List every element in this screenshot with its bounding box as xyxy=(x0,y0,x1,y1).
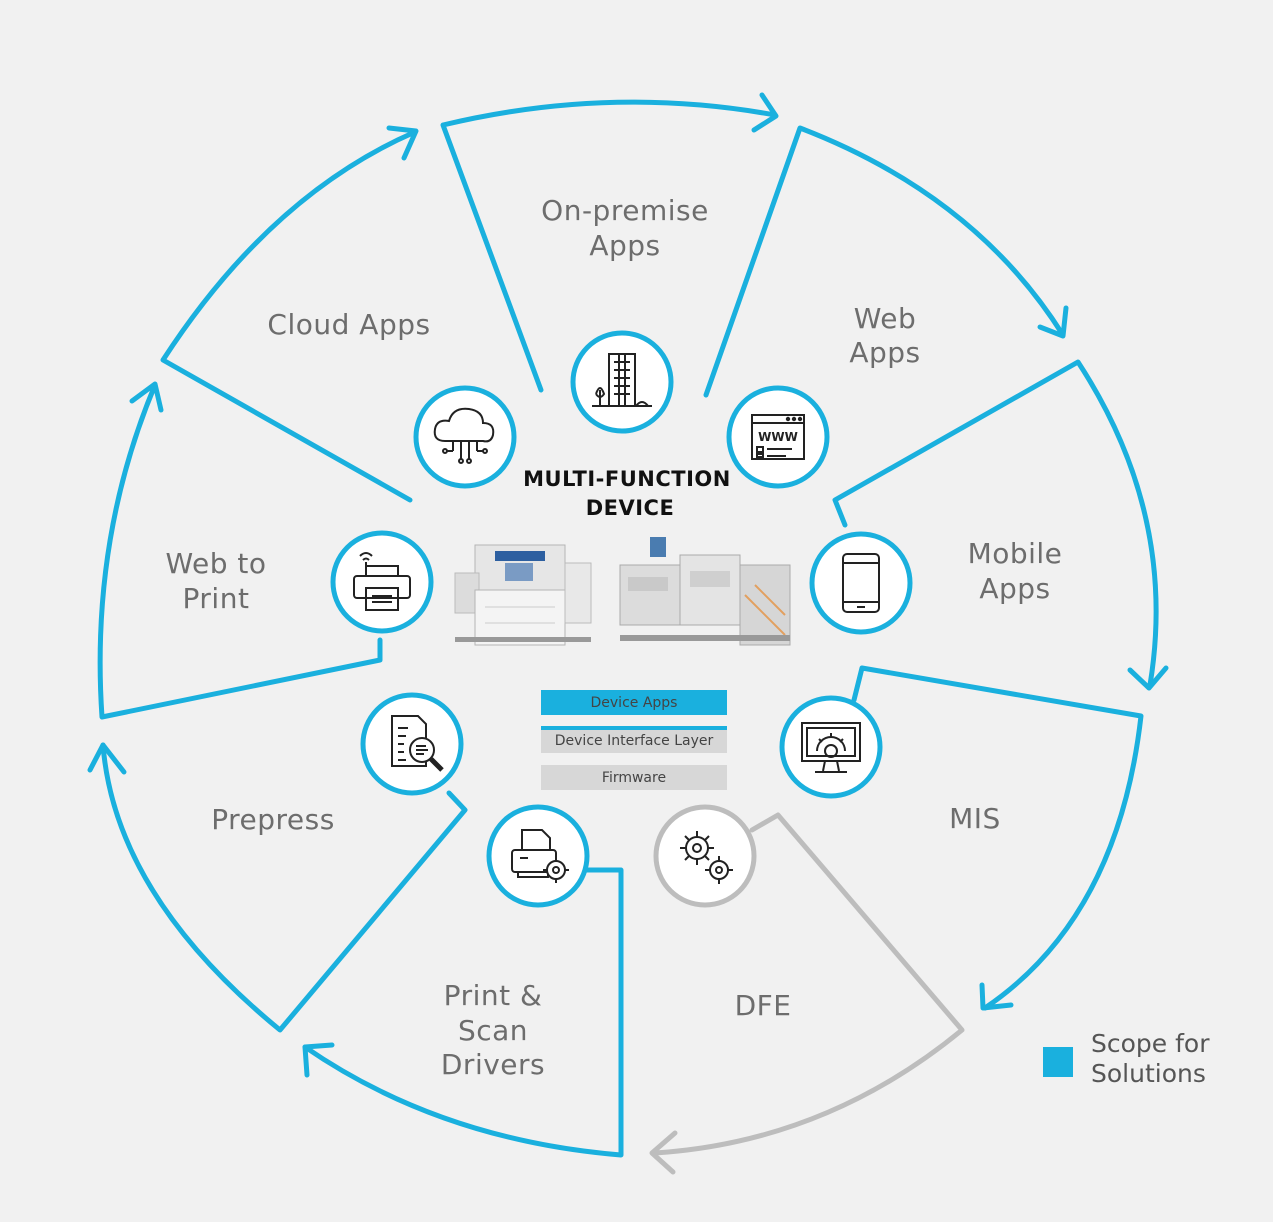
label-drivers-2: Scan xyxy=(458,1014,528,1047)
layer-stack: Device Apps Device Interface Layer Firmw… xyxy=(541,690,727,790)
label-mobile-1: Mobile xyxy=(968,537,1063,570)
label-mis: MIS xyxy=(949,802,1001,835)
arrowhead-on-premise xyxy=(751,92,779,133)
label-on-premise-1: On-premise xyxy=(541,194,709,227)
label-prepress: Prepress xyxy=(211,803,335,836)
legend-swatch xyxy=(1043,1047,1073,1077)
arrowhead-mis xyxy=(979,982,1014,1011)
arrowhead-cloud xyxy=(386,125,419,161)
layer-firmware: Firmware xyxy=(541,765,727,790)
printer-icon xyxy=(330,530,434,634)
layer-device-interface: Device Interface Layer xyxy=(541,726,727,753)
center-title-line1: MULTI-FUNCTION xyxy=(523,467,731,491)
document-search-icon xyxy=(360,692,464,796)
arrowhead-mobile xyxy=(1127,665,1169,691)
layer-device-apps: Device Apps xyxy=(541,690,727,715)
segment-outline-web-to-print xyxy=(97,382,383,720)
arrowhead-dfe xyxy=(649,1130,678,1175)
label-web-to-print-1: Web to xyxy=(165,547,266,580)
segment-outline-on-premise xyxy=(440,99,778,393)
browser-www-icon: WWW xyxy=(726,385,830,489)
svg-text:Device Interface Layer: Device Interface Layer xyxy=(555,733,714,749)
segment-outline-drivers xyxy=(302,867,624,1158)
svg-text:Device Apps: Device Apps xyxy=(591,695,678,711)
segment-outline-cloud xyxy=(160,129,418,503)
printer-gear-icon xyxy=(486,804,590,908)
gears-icon xyxy=(653,804,757,908)
legend-label-line1: Scope for xyxy=(1091,1029,1210,1058)
segment-outline-dfe xyxy=(652,812,965,1156)
segment-outline-web xyxy=(703,125,1066,398)
label-on-premise-2: Apps xyxy=(589,229,660,262)
legend: Scope for Solutions xyxy=(1043,1029,1210,1088)
label-cloud: Cloud Apps xyxy=(267,308,430,341)
label-web-to-print-2: Print xyxy=(183,582,250,615)
mfp-device-image xyxy=(454,544,592,646)
label-mobile-2: Apps xyxy=(979,572,1050,605)
segment-outline-mobile xyxy=(832,359,1159,688)
label-drivers-3: Drivers xyxy=(441,1048,545,1081)
label-web-1: Web xyxy=(854,302,917,335)
monitor-gear-icon xyxy=(779,695,883,799)
segment-outline-mis xyxy=(851,665,1144,1011)
arrowhead-web xyxy=(1037,305,1069,339)
arrowhead-drivers xyxy=(302,1042,335,1078)
arrowhead-web-to-print xyxy=(129,381,164,413)
svg-text:WWW: WWW xyxy=(758,430,798,444)
cloud-network-icon xyxy=(413,385,517,489)
svg-text:Firmware: Firmware xyxy=(602,770,666,786)
center-title-line2: DEVICE xyxy=(586,496,675,520)
label-web-2: Apps xyxy=(849,336,920,369)
arrowhead-prepress xyxy=(87,742,127,775)
label-drivers-1: Print & xyxy=(444,979,543,1012)
label-dfe: DFE xyxy=(735,989,792,1022)
production-press-image xyxy=(619,537,791,646)
smartphone-icon xyxy=(809,531,913,635)
segment-labels: On-premise Apps Web Apps Mobile Apps MIS… xyxy=(165,194,1063,1081)
segment-outline-prepress xyxy=(100,742,468,1033)
legend-label-line2: Solutions xyxy=(1091,1059,1206,1088)
office-building-icon xyxy=(570,330,674,434)
